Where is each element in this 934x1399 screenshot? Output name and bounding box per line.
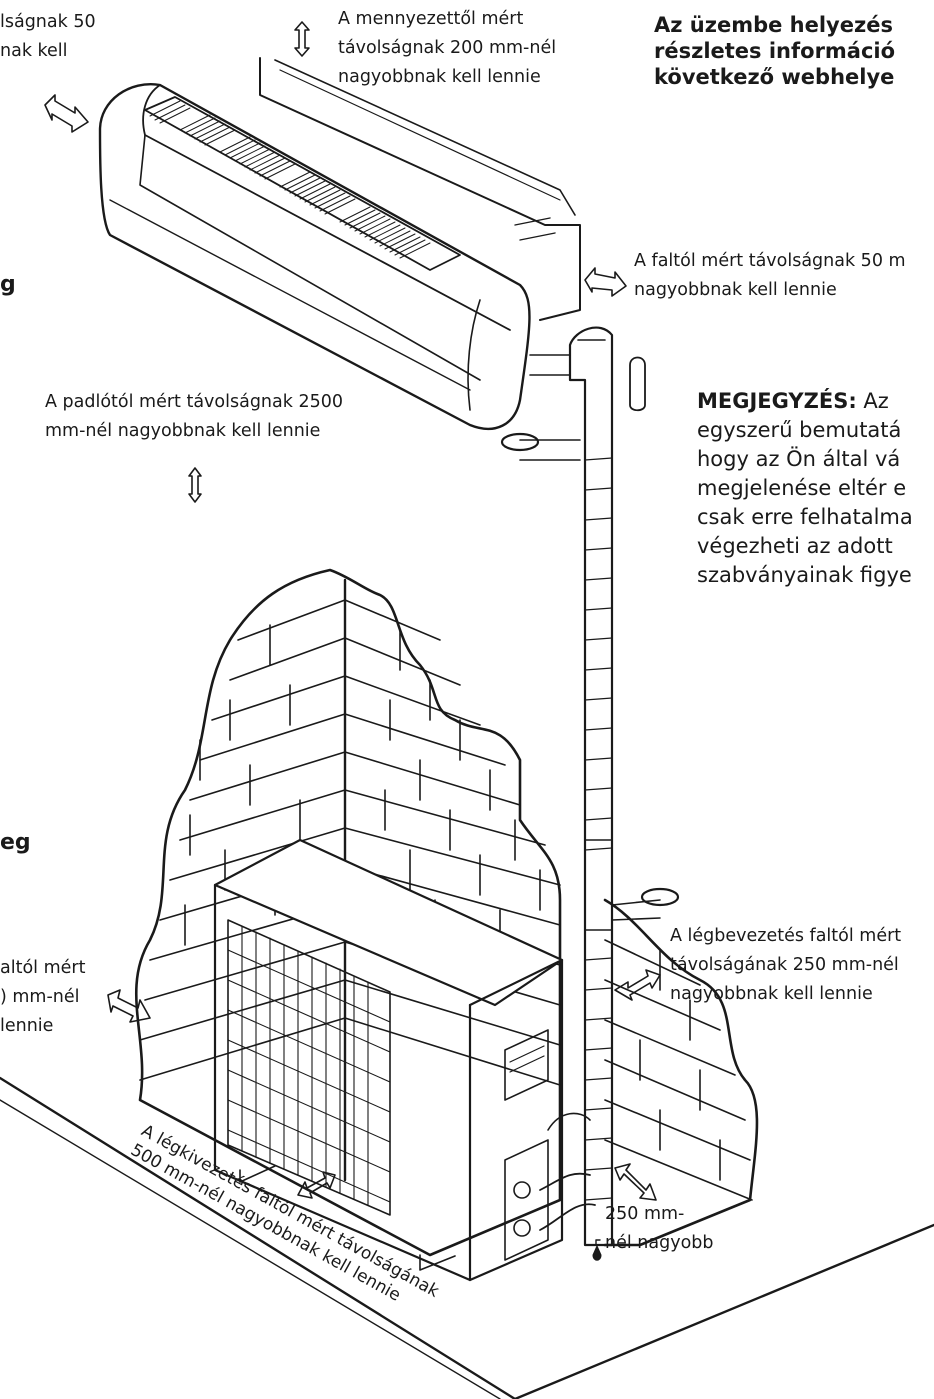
left-heading-fragment-2: eg xyxy=(0,830,31,855)
label-line: távolságnak 200 mm-nél xyxy=(338,38,557,58)
note-first-line: MEGJEGYZÉS: Az xyxy=(697,387,913,416)
outdoor-left-clearance-label: altól mért ) mm-nél lennie xyxy=(0,954,85,1041)
note-line: végezheti az adott xyxy=(697,534,893,558)
wall-clearance-label: A faltól mért távolságnak 50 m nagyobbna… xyxy=(634,247,906,305)
label-line: A padlótól mért távolságnak 2500 xyxy=(45,392,343,412)
label-line: nagyobbnak kell lennie xyxy=(634,280,837,300)
label-line: A faltól mért távolságnak 50 m xyxy=(634,251,906,271)
label-line: A mennyezettől mért xyxy=(338,9,524,29)
label-line: nagyobbnak kell lennie xyxy=(338,67,541,87)
label-line: távolságának 250 mm-nél xyxy=(670,955,899,975)
note-first-line-rest: Az xyxy=(856,389,889,413)
floor-clearance-label: A padlótól mért távolságnak 2500 mm-nél … xyxy=(45,388,343,446)
heading-line: következő webhelye xyxy=(654,65,895,89)
left-heading-fragment: g xyxy=(0,272,16,297)
note-block: MEGJEGYZÉS: Az egyszerű bemutatá hogy az… xyxy=(697,387,913,590)
label-line: lságnak 50 xyxy=(0,12,96,32)
refrigerant-pipe xyxy=(500,326,680,1261)
label-line: lennie xyxy=(0,1016,54,1036)
note-line: szabványainak figye xyxy=(697,563,912,587)
label-line: A légbevezetés faltól mért xyxy=(670,926,902,946)
heading-line: részletes információ xyxy=(654,39,896,63)
label-line: nagyobbnak kell lennie xyxy=(670,984,873,1004)
note-title: MEGJEGYZÉS: xyxy=(697,389,857,413)
heading-line: Az üzembe helyezés xyxy=(654,13,893,37)
installation-info-heading: Az üzembe helyezés részletes információ … xyxy=(654,12,895,90)
note-line: csak erre felhatalma xyxy=(697,505,913,529)
note-line: egyszerű bemutatá xyxy=(697,418,902,442)
label-line: altól mért xyxy=(0,958,86,978)
label-line: nak kell xyxy=(0,41,68,61)
label-line: mm-nél nagyobbnak kell lennie xyxy=(45,421,321,441)
floor-slab xyxy=(0,1076,934,1399)
top-left-clearance-label: lságnak 50 nak kell xyxy=(0,8,96,66)
clearance-arrows xyxy=(44,21,661,1201)
label-line: 250 mm- xyxy=(605,1204,685,1224)
label-line: ) mm-nél xyxy=(0,987,80,1007)
outdoor-unit xyxy=(213,838,564,1282)
indoor-unit xyxy=(98,57,581,430)
air-inlet-clearance-label: A légbevezetés faltól mért távolságának … xyxy=(670,922,901,1009)
ceiling-clearance-label: A mennyezettől mért távolságnak 200 mm-n… xyxy=(338,5,556,92)
note-line: hogy az Ön által vá xyxy=(697,447,901,471)
label-line: nél nagyobb xyxy=(605,1233,714,1253)
front-clearance-label: 250 mm- nél nagyobb xyxy=(605,1200,714,1258)
note-line: megjelenése eltér e xyxy=(697,476,907,500)
